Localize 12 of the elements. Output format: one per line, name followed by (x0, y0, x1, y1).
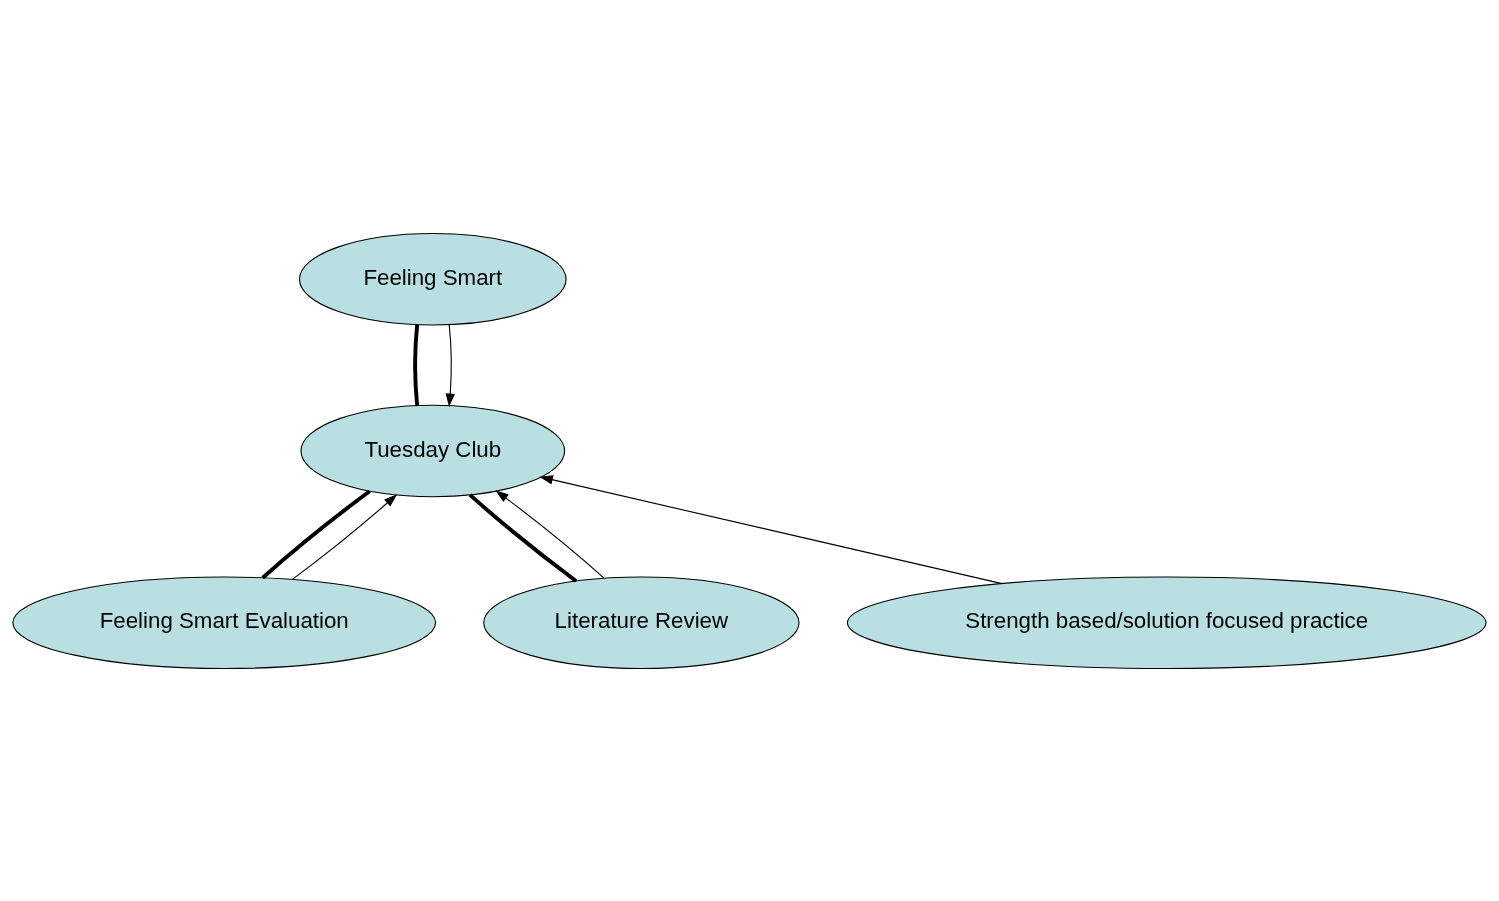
connector (261, 489, 371, 579)
connector (413, 324, 420, 405)
arrow (495, 489, 605, 579)
arrow (539, 474, 1003, 584)
node-ellipse: Feeling Smart (298, 232, 567, 325)
node-ellipse: Feeling Smart Evaluation (12, 576, 437, 669)
arrow (445, 323, 455, 407)
arrow (291, 493, 398, 580)
node-ellipse: Literature Review (483, 576, 800, 669)
node-ellipse: Tuesday Club (300, 404, 566, 497)
connector (468, 492, 578, 582)
node-ellipse: Strength based/solution focused practice (846, 576, 1487, 669)
